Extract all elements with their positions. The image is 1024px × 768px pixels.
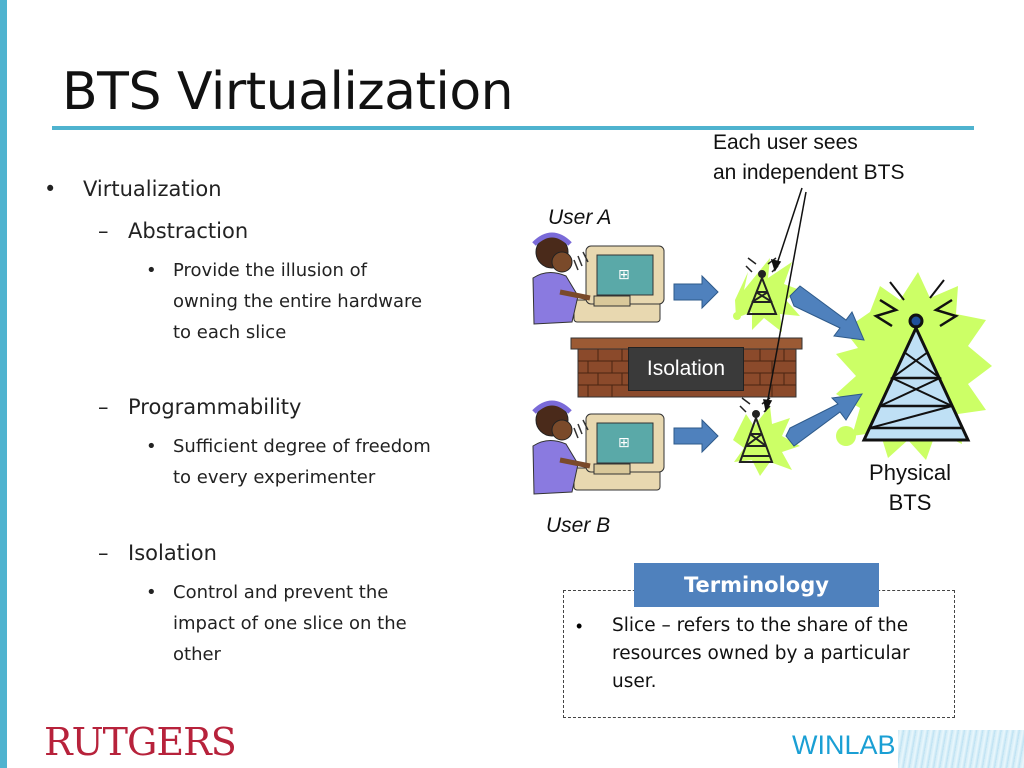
burst-bottom-icon	[733, 406, 800, 476]
winlab-logo: WINLAB	[792, 730, 896, 760]
burst-top-icon	[733, 258, 800, 332]
bullet-isolation: Isolation	[128, 541, 217, 565]
user-b-computer-icon: ⊞	[573, 413, 665, 491]
terminology-text: Slice – refers to the share of the resou…	[612, 615, 910, 692]
isolation-detail: Control and prevent the impact of one sl…	[173, 582, 407, 665]
physical-bts-tower-icon	[861, 279, 971, 442]
svg-text:⊞: ⊞	[618, 435, 630, 451]
bullet-mark-l3: •	[146, 436, 157, 457]
terminology-bullet-mark: •	[576, 616, 583, 636]
physical-bts-label: Physical BTS	[869, 460, 951, 515]
bullet-mark-l3: •	[146, 582, 157, 603]
programmability-detail: Sufficient degree of freedom to every ex…	[173, 436, 431, 488]
user-a-label: User A	[548, 206, 612, 229]
winlab-banner	[898, 730, 1024, 768]
arrow-to-physical-b-icon	[785, 393, 863, 447]
user-a-person-icon	[532, 232, 591, 325]
bullet-mark-l3: •	[146, 260, 157, 281]
abstraction-detail: Provide the illusion of owning the entir…	[173, 260, 423, 343]
bullet-virtualization: Virtualization	[83, 177, 222, 201]
callout-text: Each user sees an independent BTS	[713, 131, 905, 184]
bullet-mark-l1: •	[44, 177, 57, 201]
terminology-heading: Terminology	[634, 563, 879, 607]
isolation-label: Isolation	[628, 347, 744, 391]
left-accent-bar	[0, 0, 7, 768]
virtual-bts-b-icon	[738, 397, 774, 463]
bullet-mark-l2: –	[98, 219, 109, 243]
virtual-bts-a-icon	[745, 257, 779, 315]
user-b-label: User B	[546, 514, 611, 537]
bullet-mark-l2: –	[98, 395, 109, 419]
callout-pointer	[763, 187, 807, 413]
arrow-to-physical-a-icon	[789, 285, 865, 341]
rutgers-logo: RUTGERS	[44, 720, 237, 764]
svg-text:⊞: ⊞	[618, 267, 630, 283]
arrow-user-b-icon	[673, 418, 719, 454]
bullet-mark-l2: –	[98, 541, 109, 565]
title-underline	[52, 126, 974, 130]
arrow-user-a-icon	[673, 274, 719, 310]
user-a-computer-icon: ⊞	[573, 245, 665, 323]
slide-title: BTS Virtualization	[62, 62, 514, 122]
user-b-person-icon	[532, 400, 591, 495]
bullet-abstraction: Abstraction	[128, 219, 249, 243]
bullet-programmability: Programmability	[128, 395, 302, 419]
